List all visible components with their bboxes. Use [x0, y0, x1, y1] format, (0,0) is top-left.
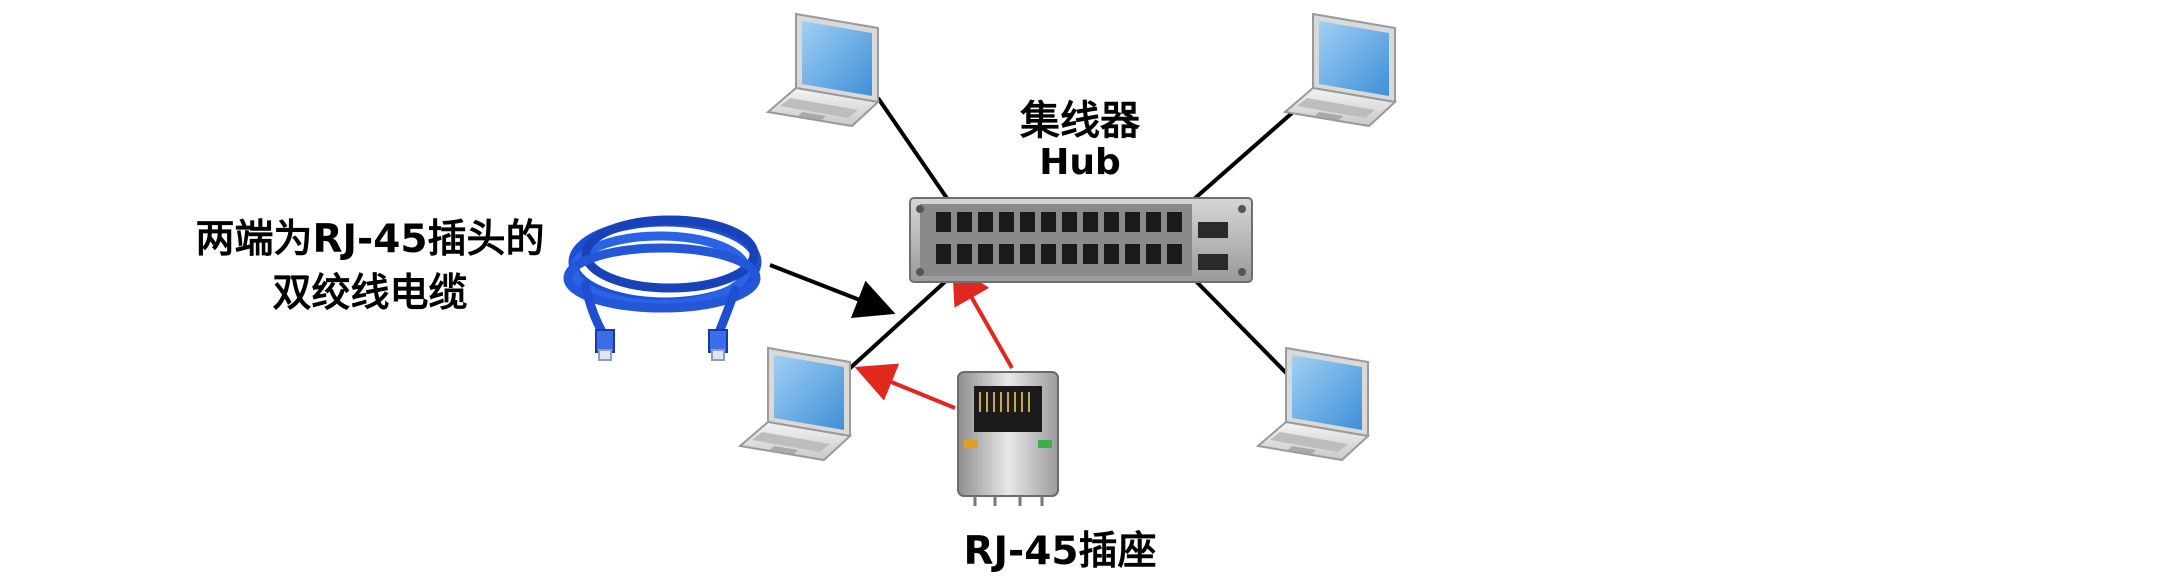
hub-port: [1041, 212, 1056, 232]
hub-port: [1125, 212, 1140, 232]
hub-port: [1062, 212, 1077, 232]
hub-port: [1146, 212, 1161, 232]
hub-title-cn: 集线器: [1020, 98, 1140, 144]
hub-port: [999, 244, 1014, 264]
hub-port: [936, 212, 951, 232]
hub-port: [1083, 244, 1098, 264]
laptop-icon: [767, 13, 879, 127]
cable-pointer-arrow: [769, 263, 896, 319]
cable-label-line-2: 双绞线电缆: [272, 271, 468, 316]
cable-label-line-1: 两端为RJ-45插头的: [195, 217, 545, 262]
hub-port: [1020, 212, 1035, 232]
link-top-right: [1183, 104, 1302, 209]
socket-label: RJ-45插座: [963, 529, 1157, 574]
hub-port: [1104, 244, 1119, 264]
hub-port: [1104, 212, 1119, 232]
hub-title-en: Hub: [1039, 142, 1121, 183]
hub-port: [978, 212, 993, 232]
socket-to-hub-arrow: [952, 263, 1014, 369]
hub-port: [957, 244, 972, 264]
hub-icon: [909, 197, 1253, 283]
socket-to-laptop-arrow: [854, 363, 956, 410]
connection-lines: [846, 96, 1302, 389]
hub-port: [1083, 212, 1098, 232]
laptop-icon: [1284, 13, 1396, 127]
hub-port: [1125, 244, 1140, 264]
hub-port: [936, 244, 951, 264]
hub-port: [1020, 244, 1035, 264]
link-bottom-left: [846, 268, 960, 372]
hub-port: [1041, 244, 1056, 264]
hub-port: [957, 212, 972, 232]
twisted-pair-cable-icon: [563, 215, 762, 361]
hub-port: [1146, 244, 1161, 264]
hub-port: [999, 212, 1014, 232]
hub-port: [978, 244, 993, 264]
rj45-socket-icon: [957, 371, 1059, 506]
link-bottom-right: [1183, 268, 1302, 389]
link-top-left: [876, 96, 955, 209]
laptop-icon: [739, 347, 851, 461]
hub-port: [1167, 212, 1182, 232]
hub-port: [1167, 244, 1182, 264]
laptop-icon: [1257, 347, 1369, 461]
hub-port: [1062, 244, 1077, 264]
